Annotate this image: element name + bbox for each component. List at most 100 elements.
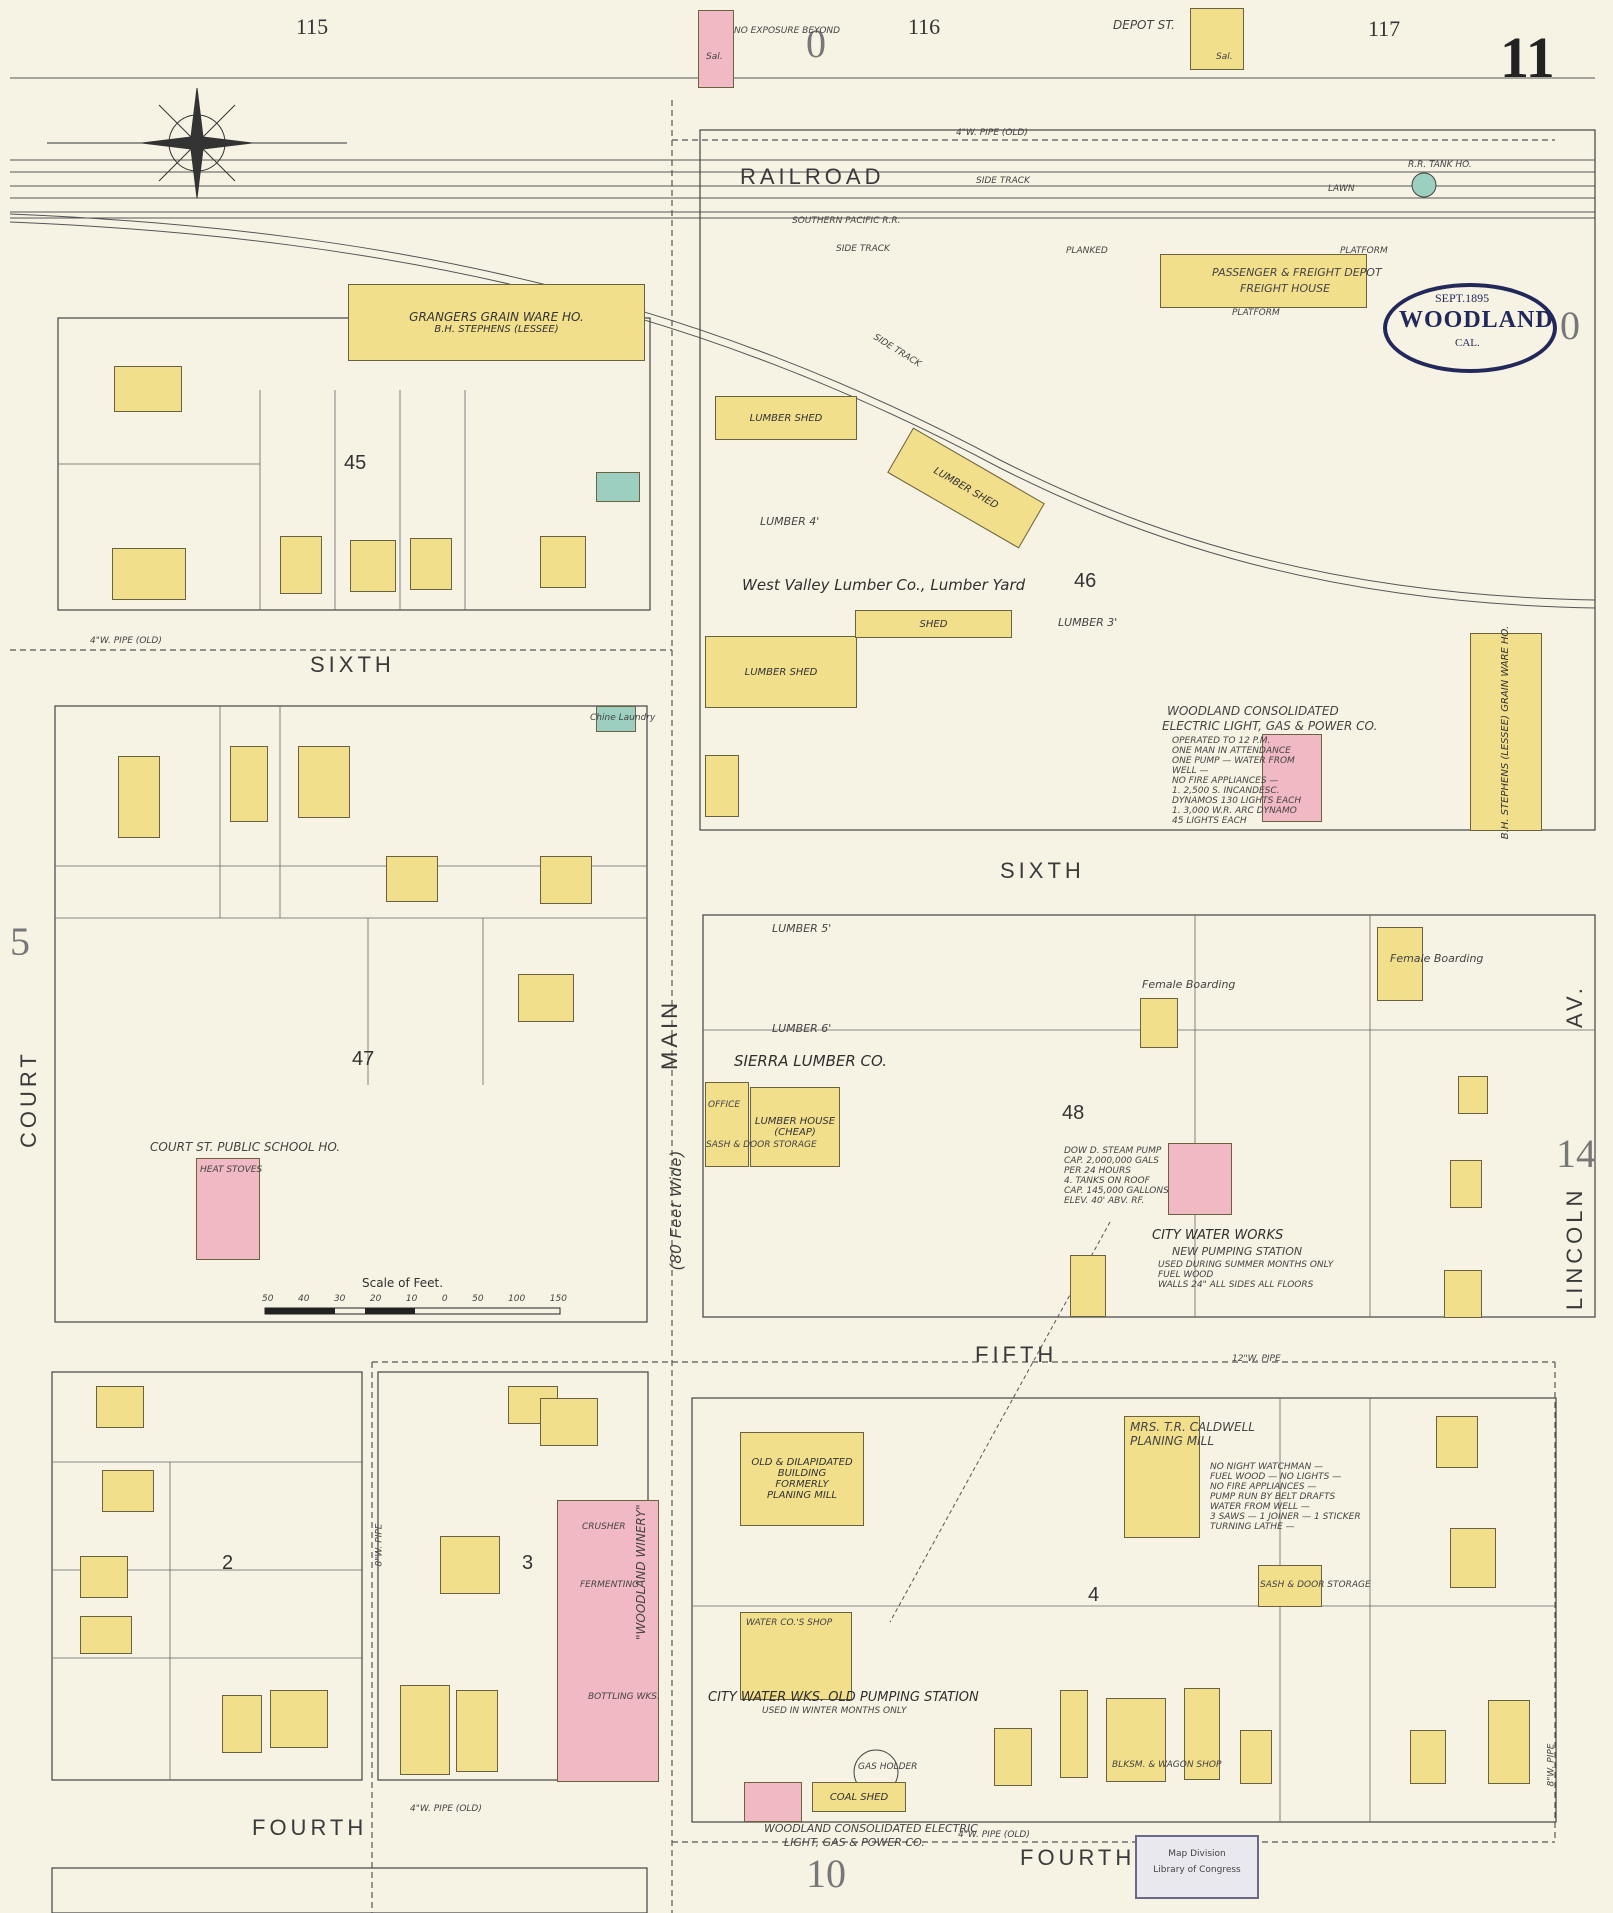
water-co-shop-label: WATER CO.'S SHOP xyxy=(746,1618,833,1628)
scale-tick: 100 xyxy=(508,1294,526,1304)
tank-shape xyxy=(1411,172,1437,198)
lincoln-av-label-suffix: AV. xyxy=(1562,984,1587,1028)
pipe-label: 4"W. PIPE (OLD) xyxy=(958,1830,1030,1840)
electric-co-label: ELECTRIC LIGHT, GAS & POWER CO. xyxy=(1162,719,1378,733)
note-line: WALLS 24" ALL SIDES ALL FLOORS xyxy=(1158,1280,1314,1290)
wagon-shop-building xyxy=(1106,1698,1166,1782)
scale-tick: 30 xyxy=(333,1294,346,1304)
block-number: 48 xyxy=(1062,1102,1085,1124)
lumber-shed-building: LUMBER SHED xyxy=(715,396,857,440)
pump-notes: DOW D. STEAM PUMP CAP. 2,000,000 GALS PE… xyxy=(1064,1146,1169,1206)
note-line: FUEL WOOD xyxy=(1158,1270,1214,1280)
block-outlines xyxy=(51,129,1596,1913)
office-building xyxy=(705,1082,749,1167)
caldwell-notes: NO NIGHT WATCHMAN — FUEL WOOD — NO LIGHT… xyxy=(1210,1462,1361,1532)
dwelling xyxy=(298,746,350,818)
block-number: 45 xyxy=(344,452,367,474)
fourth-street-label: FOURTH xyxy=(252,1815,368,1840)
dwelling xyxy=(280,536,322,594)
school-building xyxy=(196,1158,260,1260)
pipe-label: 4"W. PIPE (OLD) xyxy=(410,1804,482,1814)
passenger-depot-label: PASSENGER & FREIGHT DEPOT xyxy=(1212,266,1382,279)
electric-co-building xyxy=(1262,734,1322,822)
no-exposure-label: NO EXPOSURE BEYOND xyxy=(734,26,841,36)
chinese-laundry-label: Chine Laundry xyxy=(590,713,656,723)
adjacent-sheet-number: 10 xyxy=(806,1851,846,1896)
saloon-building xyxy=(1190,8,1244,70)
dwelling xyxy=(230,746,268,822)
freight-house-label: FREIGHT HOUSE xyxy=(1240,282,1331,295)
dwelling xyxy=(518,974,574,1022)
note-line: CAP. 145,000 GALLONS xyxy=(1064,1186,1169,1196)
note-line: NO FIRE APPLIANCES — xyxy=(1210,1482,1317,1492)
railroad-tracks xyxy=(9,159,1596,609)
electric-co-bottom-label: WOODLAND CONSOLIDATED ELECTRIC xyxy=(764,1822,978,1835)
dwelling xyxy=(386,856,438,902)
dwelling xyxy=(1140,998,1178,1048)
note-line: CAP. 2,000,000 GALS xyxy=(1064,1156,1159,1166)
sash-door-storage xyxy=(1258,1565,1322,1607)
water-works-building xyxy=(1168,1143,1232,1215)
dwelling xyxy=(96,1386,144,1428)
scale-tick: 50 xyxy=(472,1294,484,1304)
dwelling xyxy=(114,366,182,412)
iron-building xyxy=(596,472,640,502)
note-line: 3 SAWS — 1 JOINER — 1 STICKER xyxy=(1210,1512,1361,1522)
dwelling xyxy=(540,1398,598,1446)
platform-label: PLATFORM xyxy=(1340,246,1388,256)
dwelling xyxy=(400,1685,450,1775)
block-number: 2 xyxy=(222,1552,234,1574)
dwelling xyxy=(1444,1270,1482,1318)
female-boarding-label: Female Boarding xyxy=(1142,978,1236,991)
grangers-sublabel: B.H. STEPHENS (LESSEE) xyxy=(434,324,559,335)
dwelling xyxy=(1450,1528,1496,1588)
note-line: DOW D. STEAM PUMP xyxy=(1064,1146,1162,1156)
dwelling xyxy=(80,1616,132,1654)
gas-holder-label: GAS HOLDER xyxy=(858,1762,918,1772)
winery-label: "WOODLAND WINERY" xyxy=(634,1504,648,1640)
sixth-street-label: SIXTH xyxy=(310,652,395,677)
note-line: PUMP RUN BY BELT DRAFTS xyxy=(1210,1492,1336,1502)
saloon-label: Sal. xyxy=(706,52,723,62)
side-track-label: SIDE TRACK xyxy=(836,244,890,254)
wagon-shop-label: BLKSM. & WAGON SHOP xyxy=(1112,1760,1222,1770)
bottling-label: BOTTLING WKS. xyxy=(588,1692,660,1702)
scale-tick: 0 xyxy=(441,1294,448,1304)
scale-tick: 150 xyxy=(549,1294,567,1304)
dwelling xyxy=(1240,1730,1272,1784)
adjacent-sheet-number: 14 xyxy=(1556,1131,1596,1176)
shed-building: SHED xyxy=(855,610,1012,638)
lumber-house-sublabel: (CHEAP) xyxy=(774,1127,816,1138)
lumber-shed-label: LUMBER SHED xyxy=(744,666,818,678)
water-co-shop xyxy=(740,1612,852,1700)
dwelling xyxy=(994,1728,1032,1786)
city-water-works-label: CITY WATER WORKS xyxy=(1152,1228,1284,1243)
city-title-badge: SEPT.1895 WOODLAND CAL. xyxy=(1383,283,1557,373)
dwelling xyxy=(1436,1416,1478,1468)
saloon-building xyxy=(698,10,734,88)
planing-mill-label: PLANING MILL xyxy=(767,1490,837,1501)
lumber-pile-label: LUMBER 3' xyxy=(1058,616,1118,629)
old-planing-mill: OLD & DILAPIDATED BUILDING FORMERLY PLAN… xyxy=(740,1432,864,1526)
dwelling xyxy=(1450,1160,1482,1208)
old-pumping-sublabel: USED IN WINTER MONTHS ONLY xyxy=(762,1706,907,1716)
formerly-label: FORMERLY xyxy=(775,1479,829,1490)
electric-co-label: WOODLAND CONSOLIDATED xyxy=(1167,704,1339,718)
dwelling xyxy=(456,1690,498,1772)
main-street-label: MAIN xyxy=(657,999,682,1070)
fire-limit-lines xyxy=(10,100,1556,1913)
lumber-house-building: LUMBER HOUSE (CHEAP) xyxy=(750,1087,840,1167)
dwelling xyxy=(1410,1730,1446,1784)
dwelling xyxy=(410,538,452,590)
stamp-top-label: Map Division xyxy=(1168,1849,1226,1859)
stephens-warehouse: B.H. STEPHENS (LESSEE) GRAIN WARE HO. xyxy=(1470,625,1542,839)
scale-tick: 20 xyxy=(369,1294,382,1304)
lumber-house-label: LUMBER HOUSE xyxy=(754,1116,836,1127)
crusher-label: CRUSHER xyxy=(582,1522,626,1532)
railroad-label: RAILROAD xyxy=(740,164,885,189)
dwelling xyxy=(80,1556,128,1598)
main-width-label: (80 Feet Wide) xyxy=(668,1150,685,1270)
note-line: FUEL WOOD — NO LIGHTS — xyxy=(1210,1472,1342,1482)
dwelling xyxy=(1060,1690,1088,1778)
